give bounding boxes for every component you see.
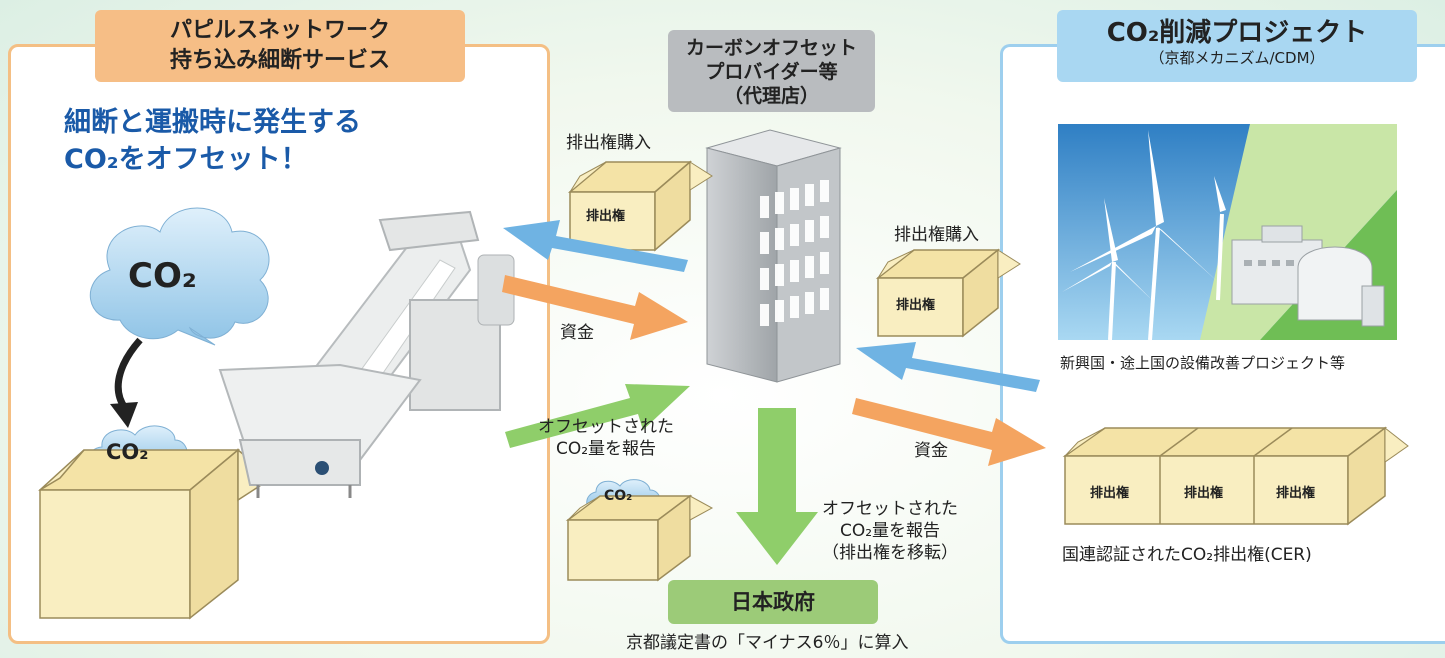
government-label: 日本政府 [668,580,878,624]
right-funds-label: 資金 [914,441,948,461]
shredder-machine-image [218,210,515,498]
emission-box-right-icon [875,248,1021,338]
curved-down-arrow-icon [110,337,143,428]
transfer-line3: （排出権を移転） [822,543,958,563]
cloud-co2-label: CO₂ [128,256,197,296]
provider-line2: プロバイダー等 [705,61,838,83]
cer-boxes-icon [1062,426,1409,526]
project-caption: 新興国・途上国の設備改善プロジェクト等 [1060,354,1346,372]
green-arrow-report [505,384,690,448]
report-label: オフセットされた CO₂量を報告 [538,416,674,460]
left-title-line2: 持ち込み細断サービス [169,48,390,73]
small-box-co2-label: CO₂ [604,488,633,504]
right-subtitle: （京都メカニズム/CDM） [1149,49,1325,67]
headline-line1: 細断と運搬時に発生する [64,107,361,138]
report-line2: CO₂量を報告 [555,439,657,459]
small-box-with-co2-icon [565,479,714,582]
headline-line2: CO₂をオフセット！ [64,144,308,175]
center-funds-label: 資金 [560,323,594,343]
provider-line1: カーボンオフセット [685,37,857,59]
government-note: 京都議定書の「マイナス6％」に算入 [626,633,909,653]
box-with-co2-icon [38,425,274,620]
report-line1: オフセットされた [538,417,674,437]
cer-box-label-3: 排出権 [1276,486,1316,501]
transfer-line2: CO₂量を報告 [839,521,941,541]
orange-arrow-funds-left [502,275,688,340]
green-arrow-down [736,408,818,565]
right-panel-title: CO₂削減プロジェクト （京都メカニズム/CDM） [1057,10,1417,82]
transfer-line1: オフセットされた [822,499,958,519]
center-buy-label: 排出権購入 [566,133,651,153]
right-title: CO₂削減プロジェクト [1106,18,1368,48]
right-box-label: 排出権 [896,298,936,313]
orange-arrow-funds-right [852,398,1046,466]
co2-cloud-icon [89,207,270,346]
left-panel-title: パピルスネットワーク 持ち込み細断サービス [95,10,465,82]
blue-arrow-left-top [503,220,688,272]
right-buy-label: 排出権購入 [894,225,979,245]
left-title-line1: パピルスネットワーク [169,18,390,43]
cer-box-label-2: 排出権 [1184,486,1224,501]
provider-line3: （代理店） [723,85,819,107]
transfer-label: オフセットされた CO₂量を報告 （排出権を移転） [822,498,958,564]
provider-title: カーボンオフセット プロバイダー等 （代理店） [668,30,875,112]
box-cloud-co2-label: CO₂ [106,440,149,464]
left-headline: 細断と運搬時に発生する CO₂をオフセット！ [64,104,361,178]
blue-arrow-right [856,342,1040,392]
cer-box-label-1: 排出権 [1090,486,1130,501]
office-building-icon [705,129,842,383]
wind-turbine-project-image [1058,124,1397,341]
cer-caption: 国連認証されたCO₂排出権(CER) [1062,545,1312,565]
center-box-label: 排出権 [586,209,626,224]
emission-box-icon [567,160,713,252]
